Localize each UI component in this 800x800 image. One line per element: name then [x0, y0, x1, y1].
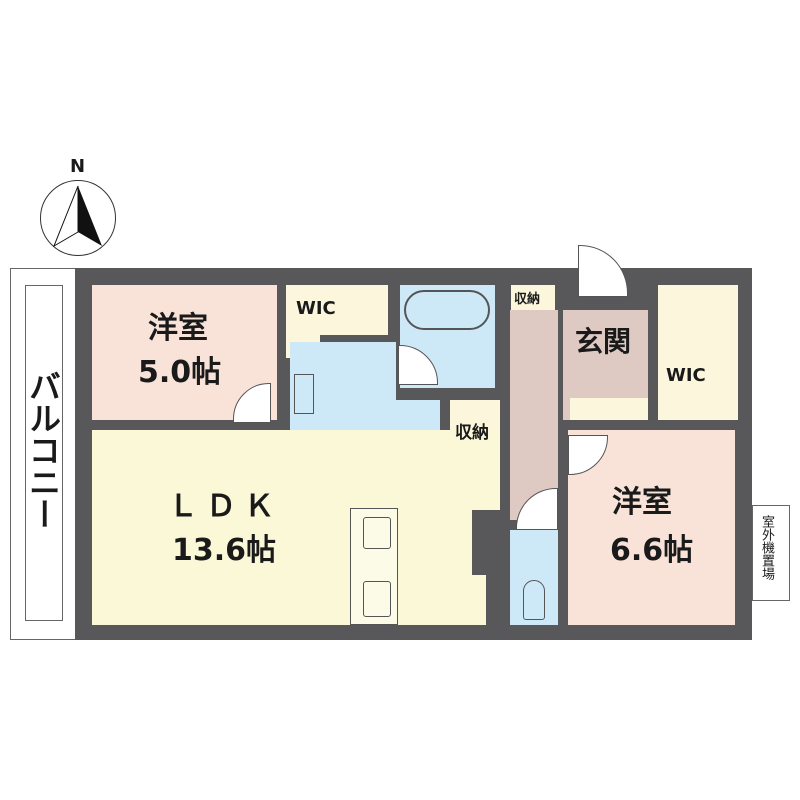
ldk: [92, 430, 500, 625]
washbasin-icon: [294, 374, 314, 414]
north-compass: [40, 180, 116, 256]
hallway: [510, 310, 558, 520]
north-label: N: [70, 156, 86, 177]
toilet-icon: [523, 580, 545, 620]
balcony-label: バルコニー: [24, 370, 62, 530]
western-room-1-name: 洋室: [148, 311, 208, 346]
entrance-door[interactable]: [578, 245, 628, 297]
outdoor-unit-area: [752, 505, 790, 601]
ldk-size: 13.6帖: [172, 533, 277, 568]
entrance-label: 玄関: [575, 325, 632, 358]
north-arrow-icon: [52, 185, 102, 248]
wic-2-label: WIC: [666, 365, 706, 386]
bathtub-icon: [404, 290, 490, 330]
stove-icon: [363, 581, 391, 617]
wic-1-label: WIC: [296, 298, 336, 319]
kitchen-counter: [350, 508, 398, 625]
shoe-cabinet: [570, 398, 648, 420]
western-room-1-size: 5.0帖: [138, 355, 222, 390]
wic-1: [286, 285, 388, 335]
wic-2: [658, 285, 738, 420]
storage-1-label: 収納: [455, 423, 489, 443]
outdoor-unit-label: 室外機置場: [759, 515, 774, 580]
western-room-2-size: 6.6帖: [610, 533, 694, 568]
sink-icon: [363, 517, 391, 549]
storage-2: [511, 285, 555, 310]
storage-2-label: 収納: [514, 292, 541, 307]
ldk-name: ＬＤＫ: [168, 489, 282, 524]
western-room-2-name: 洋室: [612, 485, 672, 520]
